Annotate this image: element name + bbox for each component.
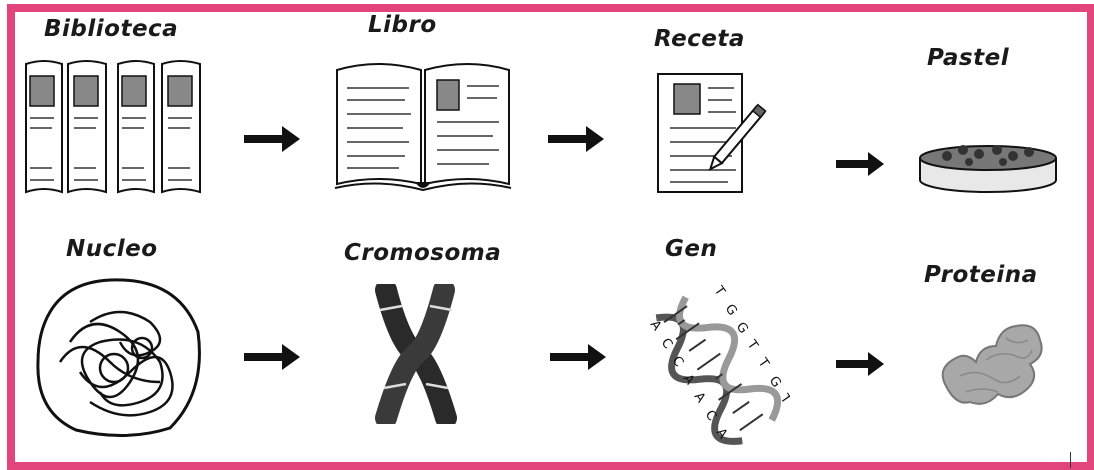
label-receta: Receta	[654, 26, 745, 52]
dna-left-letter: A	[691, 390, 708, 406]
dna-left-letter: A	[647, 318, 664, 334]
dna-right-letter: T	[754, 355, 771, 371]
label-biblioteca: Biblioteca	[44, 16, 179, 42]
dna-right-letter: G	[722, 302, 740, 319]
arrow-gen-to-proteina	[836, 352, 884, 376]
arrow-receta-to-pastel	[836, 152, 884, 176]
corner-tick-mark	[1070, 452, 1071, 468]
arrow-nucleo-to-cromosoma	[244, 344, 300, 370]
dna-right-letter: T	[743, 337, 760, 353]
label-cromosoma: Cromosoma	[344, 240, 502, 266]
label-proteina: Proteina	[924, 262, 1038, 288]
arrow-libro-to-receta	[548, 126, 604, 152]
label-nucleo: Nucleo	[66, 236, 158, 262]
dna-right-letter: T	[710, 284, 727, 299]
dna-left-letter: A	[680, 372, 697, 388]
label-gen: Gen	[665, 236, 718, 262]
nucleus-icon	[36, 278, 201, 437]
arrow-biblioteca-to-libro	[244, 126, 300, 152]
label-libro: Libro	[368, 12, 437, 38]
arrow-cromosoma-to-gen	[550, 344, 606, 370]
label-pastel: Pastel	[927, 45, 1010, 71]
open-book-icon	[334, 63, 512, 192]
dna-left-letter: C	[658, 336, 675, 352]
protein-icon	[941, 324, 1043, 405]
bookshelf-icon	[25, 60, 201, 194]
chromosome-icon	[375, 284, 457, 424]
cake-icon	[919, 145, 1057, 193]
recipe-paper-icon	[657, 73, 767, 193]
